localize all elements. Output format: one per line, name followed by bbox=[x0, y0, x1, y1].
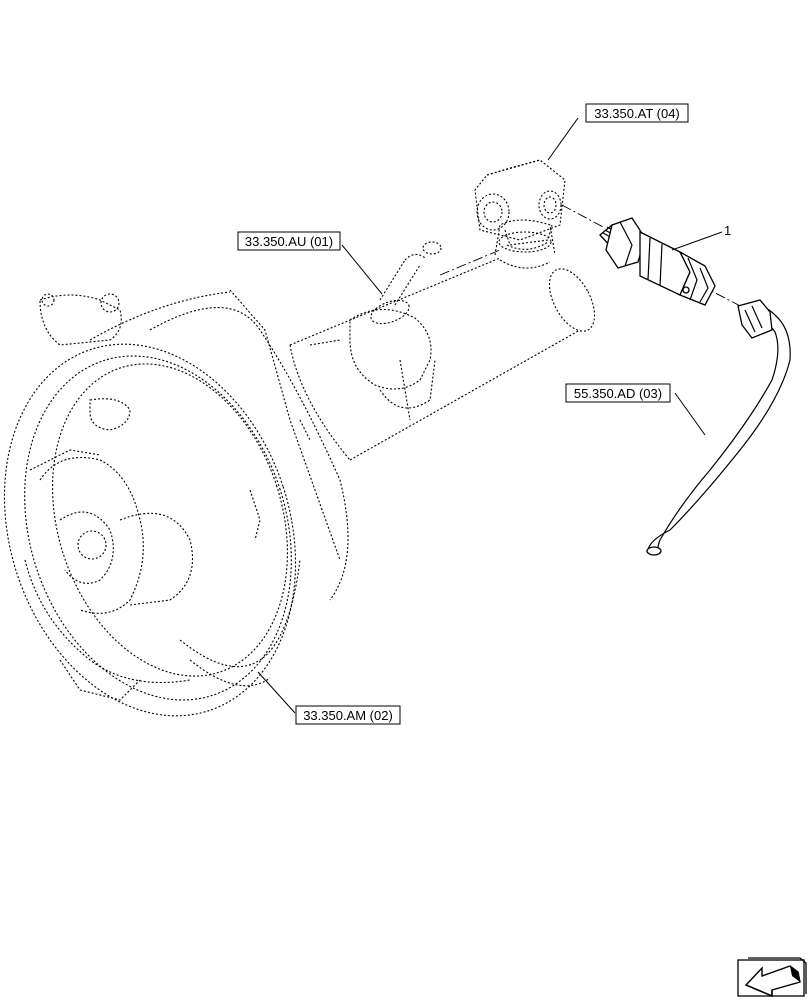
ref-33-350-at-04[interactable]: 33.350.AT (04) bbox=[585, 103, 689, 123]
assembly-centerline bbox=[561, 204, 606, 229]
ref-55-350-ad-03[interactable]: 55.350.AD (03) bbox=[565, 383, 671, 403]
hose[interactable] bbox=[646, 299, 791, 556]
svg-text:33.350.AT (04): 33.350.AT (04) bbox=[594, 106, 680, 121]
ref-33-350-au-01[interactable]: 33.350.AU (01) bbox=[237, 231, 341, 251]
assembly-centerline-3 bbox=[439, 249, 501, 276]
leader-item-1 bbox=[671, 231, 723, 251]
leader-33-350-at bbox=[547, 117, 579, 161]
brake-chamber-ghost bbox=[3, 289, 349, 717]
leader-55-350-ad bbox=[674, 392, 706, 436]
svg-text:55.350.AD (03): 55.350.AD (03) bbox=[574, 386, 662, 401]
ref-33-350-am-02[interactable]: 33.350.AM (02) bbox=[295, 705, 401, 725]
leader-33-350-am bbox=[257, 671, 296, 714]
leader-33-350-au bbox=[341, 244, 383, 295]
svg-text:33.350.AU (01): 33.350.AU (01) bbox=[245, 234, 333, 249]
pressure-sensor[interactable] bbox=[599, 217, 716, 306]
svg-text:33.350.AM (02): 33.350.AM (02) bbox=[303, 708, 393, 723]
tee-fitting-ghost bbox=[474, 159, 566, 250]
arrow-back-icon[interactable] bbox=[737, 957, 807, 998]
item-callout-1: 1 bbox=[724, 223, 731, 238]
cylinder-ghost bbox=[289, 219, 596, 461]
